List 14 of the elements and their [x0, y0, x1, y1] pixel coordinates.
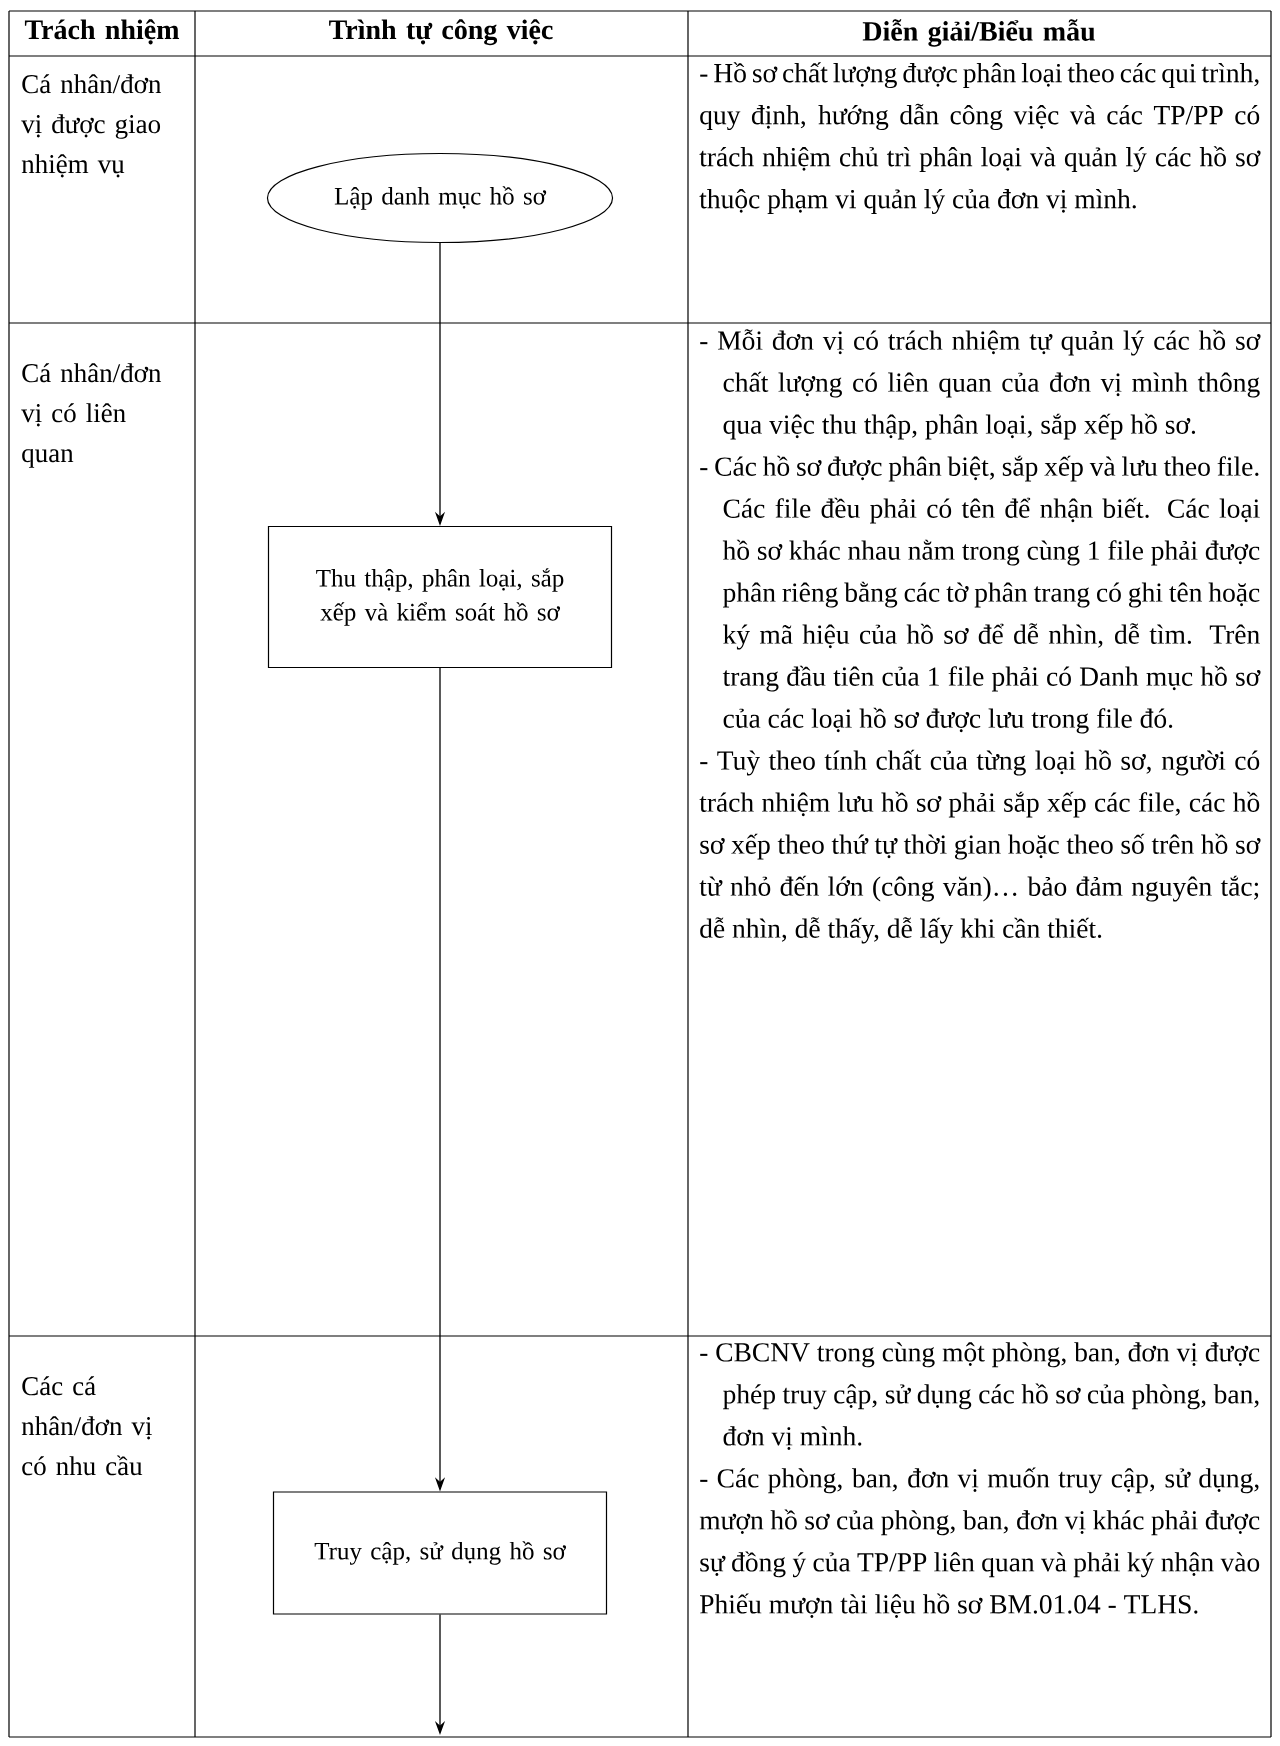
description-text: - Các phòng, ban, đơn vị muốn truy cập, sử dụng, mượn hồ sơ của phòng, ban, đơn vị khác phải được sự đồng ý của TP/PP liên quan và phải ký nhận vào Phiếu mượn tài liệu hồ sơ BM.01.04 - TLHS. — [699, 1467, 1260, 1618]
column-header: Trình tự công việc — [329, 19, 553, 46]
responsibility-text: Cá nhân/đơn vị được giao nhiệm vụ — [21, 74, 162, 178]
responsibility-text: Các cá nhân/đơn vị có nhu cầu — [21, 1376, 152, 1476]
description-text: - Hồ sơ chất lượng được phân loại theo các qui trình, quy định, hướng dẫn công việc và các TP/PP có trách nhiệm chủ trì phân loại và quản lý các hồ sơ thuộc phạm vi quản lý của đơn vị mình. — [699, 62, 1261, 215]
description-text: - Tuỳ theo tính chất của từng loại hồ sơ, người có trách nhiệm lưu hồ sơ phải sắp xếp các file, các hồ sơ xếp theo thứ tự thời gian hoặc theo số trên hồ sơ từ nhỏ đến lớn (công văn)… bảo đảm nguyên tắc; dễ nhìn, dễ thấy, dễ lấy khi cần thiết. — [699, 749, 1261, 944]
description-text: - CBCNV trong cùng một phòng, ban, đơn vị được phép truy cập, sử dụng các hồ sơ của phòng, ban, đơn vị mình. — [700, 1342, 1260, 1450]
process-box: Thu thập, phân loại, sắp xếp và kiểm soát hồ sơ — [267, 525, 613, 669]
column-header: Trách nhiệm — [24, 19, 180, 45]
process-box: Truy cập, sử dụng hồ sơ — [272, 1491, 608, 1615]
description-text: - Các hồ sơ được phân biệt, sắp xếp và lưu theo file. Các file đều phải có tên để nhận biết. Các loại hồ sơ khác nhau nằm trong cùng 1 file phải được phân riêng bằng các tờ phân trang có ghi tên hoặc ký mã hiệu của hồ sơ để dễ nhìn, dễ tìm. Trên trang đầu tiên của 1 file phải có Danh mục hồ sơ của các loại hồ sơ được lưu trong file đó. — [700, 455, 1261, 734]
responsibility-text: Cá nhân/đơn vị có liên quan — [21, 363, 162, 468]
column-header: Diễn giải/Biểu mẫu — [862, 19, 1095, 47]
description-text: - Mỗi đơn vị có trách nhiệm tự quản lý các hồ sơ chất lượng có liên quan của đơn vị mình thông qua việc thu thập, phân loại, sắp xếp hồ sơ. — [700, 329, 1261, 440]
